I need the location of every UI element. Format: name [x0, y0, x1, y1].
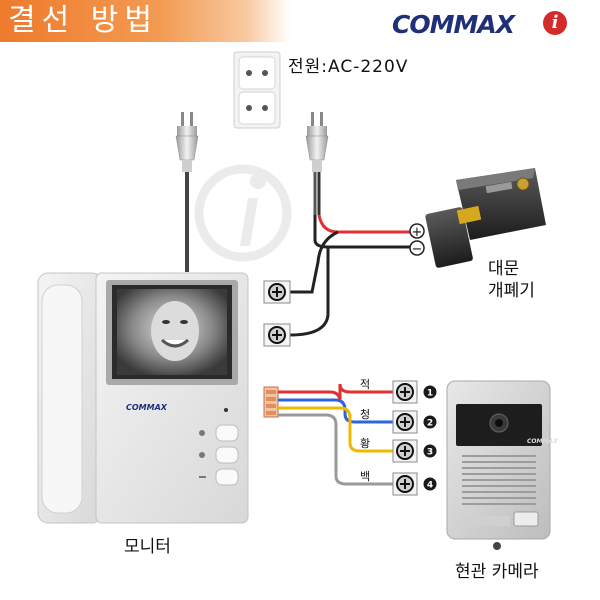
- camera-terminal-3: [392, 439, 418, 463]
- speaker-grille-line: [462, 485, 536, 487]
- speaker-grille-line: [462, 491, 536, 493]
- minus-marker: −: [409, 240, 425, 257]
- speaker-grille-line: [462, 503, 536, 505]
- plus-marker: +: [409, 223, 425, 240]
- power-label: 전원:AC-220V: [288, 57, 409, 77]
- wire-number-1: 1: [427, 389, 433, 399]
- title-band: 결선 방법: [0, 0, 290, 42]
- wire-number-3: 3: [427, 448, 433, 458]
- speaker-grille-line: [462, 497, 536, 499]
- speaker-grille-line: [462, 479, 536, 481]
- speaker-grille-line: [462, 467, 536, 469]
- wire-label-2: 청: [360, 408, 371, 421]
- wire-4: [278, 413, 393, 486]
- wire-number-2: 2: [427, 419, 433, 429]
- camera-brand: COMMAX: [527, 438, 558, 445]
- signal-wires: 1 2 3 4: [278, 380, 437, 496]
- brand-logo: COMMAX: [392, 10, 515, 39]
- door-camera: COMMAX: [446, 380, 558, 550]
- lock-label-line1: 대문: [488, 259, 520, 279]
- wire-1: [278, 383, 393, 403]
- door-lock: [425, 168, 546, 268]
- speaker-grille-line: [462, 461, 536, 463]
- monitor-brand: COMMAX: [126, 403, 168, 412]
- plug-monitor: [175, 112, 199, 272]
- wire-label-4: 백: [360, 470, 371, 483]
- wire-number-4: 4: [427, 481, 433, 491]
- monitor: COMMAX: [37, 272, 249, 524]
- svg-text:+: +: [412, 225, 423, 240]
- monitor-connector: [263, 386, 279, 418]
- speaker-grille-line: [462, 455, 536, 457]
- power-terminal-bottom: [263, 323, 291, 347]
- wire-number-badge-4: [423, 477, 437, 491]
- speaker-grille-line: [462, 473, 536, 475]
- wire-number-badge-1: [423, 385, 437, 399]
- power-terminal-top: [263, 280, 291, 304]
- page-title: 결선 방법: [8, 3, 158, 38]
- plug-lock: [305, 112, 329, 215]
- wall-outlet: [233, 51, 281, 129]
- camera-terminal-4: [392, 472, 418, 496]
- wire-lock-monitor-2: [289, 247, 330, 337]
- watermark-logo: [194, 164, 292, 262]
- lock-label-line2: 개폐기: [488, 281, 535, 301]
- wire-lock-monitor-1: [290, 230, 339, 294]
- wire-number-badge-3: [423, 444, 437, 458]
- brand-mark: i: [543, 11, 567, 35]
- monitor-label: 모니터: [124, 537, 171, 557]
- wire-label-3: 황: [360, 437, 371, 450]
- wire-power-positive: [317, 214, 410, 234]
- wire-number-badge-2: [423, 415, 437, 429]
- camera-label: 현관 카메라: [455, 562, 539, 582]
- svg-text:−: −: [412, 242, 423, 257]
- wire-3: [278, 406, 393, 453]
- wire-label-1: 적: [360, 378, 371, 391]
- camera-terminal-2: [392, 410, 418, 434]
- camera-terminal-1: [392, 380, 418, 404]
